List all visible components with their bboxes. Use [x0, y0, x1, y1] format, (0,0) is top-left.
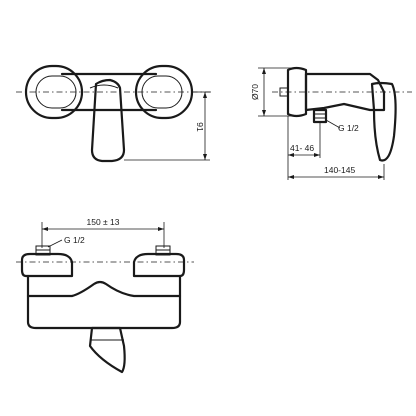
dim-o70-arrow-top [262, 68, 266, 74]
top-view-handle [90, 78, 126, 163]
dim-41-46-label: 41- 46 [290, 143, 314, 153]
dim-150-label: 150 ± 13 [86, 217, 119, 227]
dim-150-arrow-right [158, 227, 164, 231]
side-view-handle [370, 81, 397, 162]
dim-o70-label: Ø70 [250, 84, 260, 100]
dim-o70-arrow-bottom [262, 110, 266, 116]
front-view-thread-label: G 1/2 [64, 235, 85, 245]
dim-91-arrow-bottom [203, 154, 207, 160]
dim-41-46-arrow-right [314, 153, 320, 157]
top-view-handle-lever [89, 84, 119, 89]
front-view-right-eccentric [132, 252, 186, 278]
dim-150-arrow-left [42, 227, 48, 231]
dim-41-46-arrow-left [288, 153, 294, 157]
dim-140-145-arrow-right [378, 175, 384, 179]
dim-140-145-arrow-left [288, 175, 294, 179]
side-view-connector [279, 87, 289, 97]
side-view-thread-label: G 1/2 [338, 123, 359, 133]
side-view-outlet [312, 108, 328, 124]
side-view-wall-plate [286, 66, 308, 118]
front-view-left-eccentric [20, 252, 74, 278]
dim-140-145-label: 140-145 [324, 165, 355, 175]
front-view: 150 ± 13 G 1/2 [16, 217, 194, 374]
top-view-left-cap-inner [35, 75, 77, 109]
dim-91-label: 91 [195, 122, 205, 132]
front-view-body [26, 280, 182, 330]
side-view: Ø70 G 1/2 41- 46 140-145 [250, 66, 412, 180]
top-view: 91 [16, 64, 212, 163]
dim-91-arrow-top [203, 92, 207, 98]
top-view-body [60, 72, 158, 112]
side-view-thread-leader [325, 119, 341, 129]
top-view-left-cap [24, 64, 84, 120]
front-view-outlet [88, 326, 126, 374]
top-view-right-cap-inner [141, 75, 183, 109]
